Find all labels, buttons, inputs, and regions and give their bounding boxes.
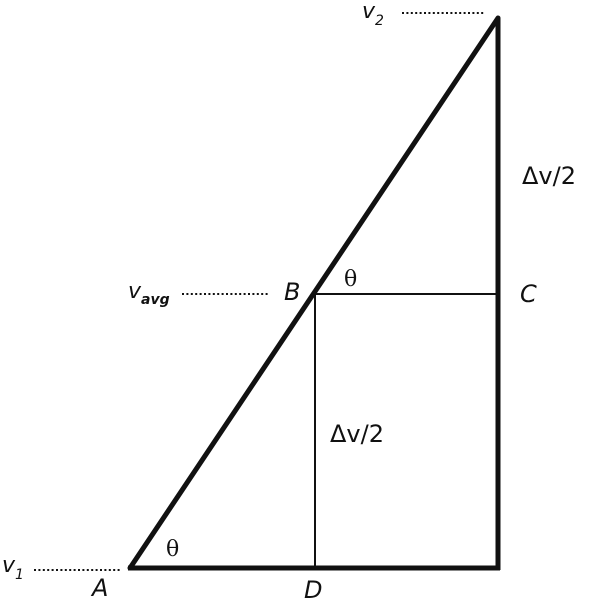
point-b-label: B [284, 278, 300, 306]
point-d-label: D [304, 576, 322, 600]
v2-label: v2 [362, 0, 384, 29]
delta-v-half-upper-label: Δv/2 [522, 162, 576, 190]
theta-angle-a-label: θ [166, 537, 179, 562]
point-c-label: C [520, 280, 537, 308]
point-a-label: A [90, 574, 108, 600]
v1-label: v1 [2, 553, 24, 583]
theta-angle-b-label: θ [344, 267, 357, 292]
hypotenuse-line [127, 15, 501, 571]
delta-v-half-middle-label: Δv/2 [330, 420, 384, 448]
vavg-label: vavg [128, 279, 170, 308]
